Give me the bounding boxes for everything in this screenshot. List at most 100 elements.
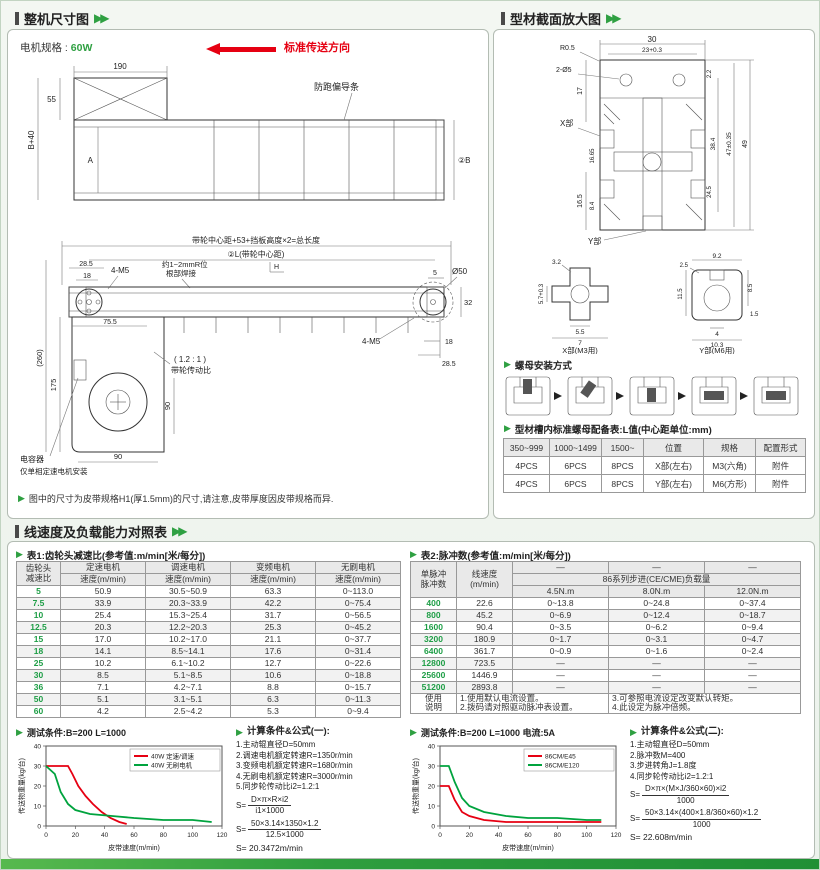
pulse-table-block: ▶ 表2:脉冲数(参考值:m/min[米/每分]) 单脉冲脉冲数 线速度(m/m… [410,548,808,714]
column-header: 1500~ [601,438,644,457]
column-header: 变频电机 [230,561,316,574]
column-header: 调速电机 [145,561,231,574]
svg-text:传送物重量(kg/台): 传送物重量(kg/台) [411,758,420,814]
table-cell: 90.4 [456,621,513,634]
svg-text:皮带速度(m/min): 皮带速度(m/min) [502,843,554,852]
table-cell: 0~1.7 [512,633,609,646]
table-cell: 6PCS [549,474,602,493]
table-cell: 6PCS [549,456,602,475]
chevron-right-icon: ▶▶ [172,524,188,538]
table-cell: 0~6.9 [512,609,609,622]
column-header: 12.0N.m [704,585,801,598]
table-cell: 50 [16,693,61,706]
table-cell: 附件 [755,474,806,493]
triangle-icon: ▶ [236,727,243,737]
table-cell: 4.2 [60,705,146,718]
table-cell: 0~13.8 [512,597,609,610]
table-cell: 1446.9 [456,669,513,682]
left-section-header: 整机尺寸图 ▶▶ [15,9,110,27]
svg-text:80: 80 [554,832,562,839]
dim-label: 2.5 [680,263,689,269]
dim-label: H [274,264,279,271]
svg-text:20: 20 [34,784,42,791]
table-cell: 5.1 [60,693,146,706]
table-cell: M3(六角) [703,456,756,475]
dim-label: 带轮中心距+53+挡板高度×2=总长度 [192,235,320,245]
dim-label: 8.4 [590,201,596,210]
table-cell: — [704,681,801,694]
dim-label: 18 [445,339,453,346]
y-part-label: Y部 [588,236,601,246]
table-cell: 8.8 [230,681,316,694]
title-bar-icon [15,524,19,538]
dim-label: 75.5 [103,319,117,326]
usage-label: 使用说明 [410,693,457,714]
table-cell: 30 [16,669,61,682]
test-condition-1: ▶ 测试条件:B=200 L=1000 [16,726,126,738]
column-header: 速度(m/min) [315,573,401,586]
table-cell: X部(左右) [643,456,704,475]
usage-note-row: 使用说明 1.使用默认电流设置。2.拨码请对照驱动脉冲表设置。 3.可参照电流设… [410,693,801,714]
table-cell: 25.4 [60,609,146,622]
x-slot-detail: 5.7+0.3 3.2 5.5 7 X部(M3用) [539,259,609,354]
nut-step-1 [505,376,551,416]
table-cell: 15 [16,633,61,646]
bottom-section-header: 线速度及负载能力对照表 ▶▶ [15,522,188,540]
svg-text:20: 20 [428,784,436,791]
svg-text:20: 20 [72,832,80,839]
dim-label: 2.2 [707,69,713,78]
svg-text:40: 40 [428,744,436,751]
gear-ratio-table: 齿轮头减速比 定速电机 调速电机 变频电机 无刷电机 速度(m/min) 速度(… [16,561,401,718]
table-cell: 3200 [410,633,457,646]
table-cell: 8PCS [601,456,644,475]
table-cell: 25600 [410,669,457,682]
table2-caption: ▶ 表2:脉冲数(参考值:m/min[米/每分]) [410,549,571,562]
table-cell: 0~12.4 [608,609,705,622]
table-cell: 0~11.3 [315,693,401,706]
table-cell: 18 [16,645,61,658]
table-cell: 0~9.4 [315,705,401,718]
right-section-header: 型材截面放大图 ▶▶ [501,9,622,27]
table-cell: 17.6 [230,645,316,658]
table-cell: — [512,657,609,670]
motor-spec-value: 60W [70,42,93,54]
table-cell: 4PCS [503,456,550,475]
dim-label: 16.65 [590,148,596,164]
triangle-icon: ▶ [16,726,23,737]
table-cell: 7.1 [60,681,146,694]
triangle-icon: ▶ [410,726,417,737]
table-cell: — [608,681,705,694]
weld-note: 约1~2mmR位 [162,259,208,269]
column-header: 1000~1499 [549,438,602,457]
svg-text:86CM/E45: 86CM/E45 [545,754,576,761]
triangle-icon: ▶ [630,727,637,737]
dim-label: Ø50 [452,267,468,276]
table-cell: 51200 [410,681,457,694]
table-cell: 0~3.1 [608,633,705,646]
table-cell: 7.5 [16,597,61,610]
svg-text:100: 100 [581,832,592,839]
arrow-right-icon [740,392,748,400]
dim-label: 38.4 [710,137,717,150]
slot-detail-drawings: 5.7+0.3 3.2 5.5 7 X部(M3用) 9.2 2.5 8.5 1.… [539,253,759,354]
table-cell: M6(方形) [703,474,756,493]
table-cell: 25.3 [230,621,316,634]
table-cell: 20.3 [60,621,146,634]
arrow-right-icon [678,392,686,400]
table-cell: 0~15.7 [315,681,401,694]
weld-note: 根部焊接 [166,268,196,278]
table-cell: 0~3.5 [512,621,609,634]
table-cell: 12800 [410,657,457,670]
nut-step-2 [567,376,613,416]
dim-label: ②B [458,156,471,165]
dim-label: 28.5 [442,361,456,368]
column-header: 单脉冲脉冲数 [410,561,457,598]
table-cell: 2893.8 [456,681,513,694]
